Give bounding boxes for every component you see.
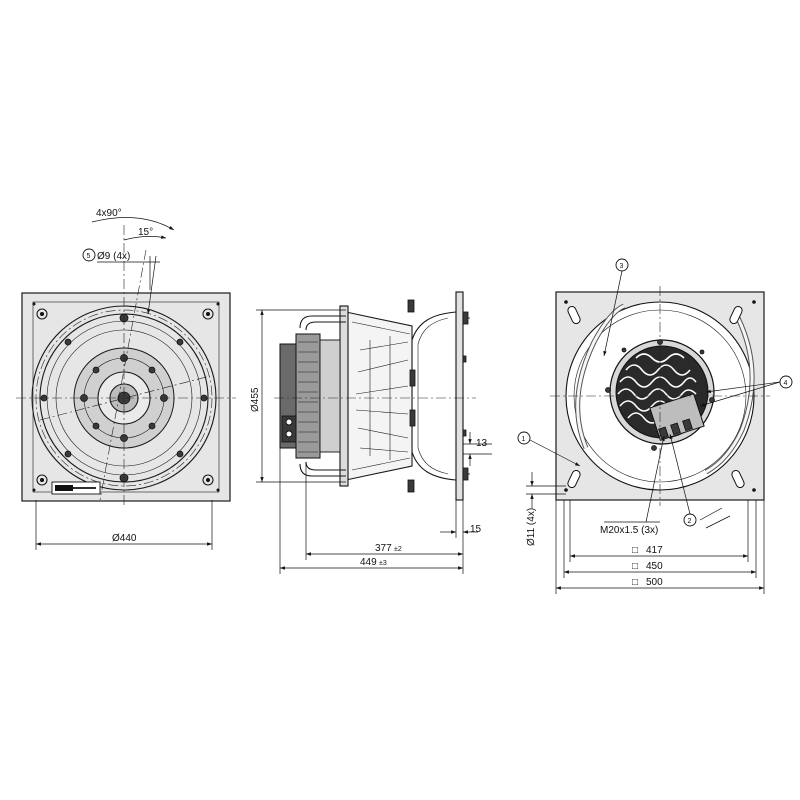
front-hub-bolt: [92, 422, 100, 430]
side-mounting-plate: [455, 291, 464, 501]
angle-pattern-label: 4x90°: [96, 208, 122, 219]
hole-callout-label: Ø9 (4x): [97, 251, 130, 262]
sq417-symbol: □: [632, 545, 638, 556]
side-inlet-nozzle: [411, 311, 457, 481]
front-angle-line: [39, 375, 211, 421]
thread-callout-leader: [645, 435, 665, 523]
dia440-label: Ø440: [112, 533, 137, 544]
front-ring-bolt: [176, 338, 184, 346]
front-plate-inner-edge: [32, 301, 220, 493]
side-back-plate: [339, 305, 349, 487]
thread-callout-label: M20x1.5 (3x): [600, 525, 658, 536]
front-label-plate: [51, 481, 101, 495]
side-plate-stud: [462, 311, 469, 325]
bubble-1-leader: [529, 439, 581, 467]
side-plate-nut: [462, 429, 467, 437]
rear-motor-screw: [651, 445, 657, 451]
bubble-3-leader: [603, 270, 623, 357]
angle-offset-label: 15°: [138, 227, 153, 238]
side-support-strut: [299, 463, 346, 477]
side-motor-stator: [319, 339, 341, 453]
bubble-2-label: 2: [688, 518, 692, 525]
side-cable-gland: [281, 415, 297, 443]
rear-cable-glands: [658, 418, 693, 440]
hole-callout-arrow: [146, 255, 157, 315]
dim377-tolerance: ±2: [394, 546, 402, 553]
bubble-3-label: 3: [620, 263, 624, 270]
angle-arc-90: [91, 217, 175, 231]
front-hub-bolt: [148, 366, 156, 374]
rear-view: 3 4 1 Ø11 (4x) M20x1.5 (3x) 2: [517, 258, 793, 594]
side-plate-stud: [462, 467, 469, 481]
side-inlet-nozzle-inner: [417, 317, 449, 475]
rear-motor-screw: [621, 347, 627, 353]
side-view: Ø455 13 15 377 ±2 449 ±3: [250, 291, 492, 574]
sq450-label: 450: [646, 561, 663, 572]
bubble-4-leader: [705, 381, 781, 394]
front-corner-holes: [32, 302, 220, 492]
side-inlet-clip: [407, 479, 415, 493]
rear-mounting-slots: [564, 300, 756, 492]
dim377-label: 377: [375, 543, 392, 554]
front-angle-line: [99, 249, 147, 501]
side-support-strut: [299, 315, 346, 329]
front-ring-bolt: [64, 450, 72, 458]
side-motor-rotor: [295, 333, 321, 459]
sq417-label: 417: [646, 545, 663, 556]
rear-motor-screw: [605, 387, 611, 393]
bubble-5-label: 5: [87, 253, 91, 260]
bubble-4-leader: [699, 381, 781, 407]
sq500-symbol: □: [632, 577, 638, 588]
front-ring-bolt: [176, 450, 184, 458]
bubble-2-dim: [699, 507, 723, 521]
bubble-2-dim: [705, 515, 731, 529]
callout-bubble-1: [517, 431, 531, 445]
dia455-label: Ø455: [250, 387, 261, 412]
side-gland-nut: [285, 430, 293, 438]
side-balance-weight: [409, 369, 416, 387]
bubble-4-label: 4: [784, 380, 788, 387]
side-inlet-clip: [407, 299, 415, 313]
hole11-label: Ø11 (4x): [526, 508, 537, 546]
rear-motor-screw: [699, 349, 705, 355]
callout-bubble-5: [82, 248, 96, 262]
front-hub-bolt: [148, 422, 156, 430]
front-ring-bolt: [64, 338, 72, 346]
side-impeller-shroud: [345, 311, 413, 481]
front-hub-bolt: [92, 366, 100, 374]
dim15-label: 15: [470, 524, 482, 535]
dim449-label: 449: [360, 557, 377, 568]
angle-arc-15: [123, 235, 167, 241]
bubble-2-leader: [669, 433, 691, 515]
dim449-tolerance: ±3: [379, 560, 387, 567]
side-motor-fins: [298, 341, 318, 453]
side-balance-weight: [409, 409, 416, 427]
side-support-strut: [305, 321, 346, 331]
bubble-1-label: 1: [522, 436, 526, 443]
side-gland-nut: [285, 418, 293, 426]
side-plate-nut: [462, 355, 467, 363]
dim13-label: 13: [476, 438, 488, 449]
sq450-symbol: □: [632, 561, 638, 572]
sq500-label: 500: [646, 577, 663, 588]
front-view: 4x90° 15° 5 Ø9 (4x) Ø440: [16, 208, 236, 550]
